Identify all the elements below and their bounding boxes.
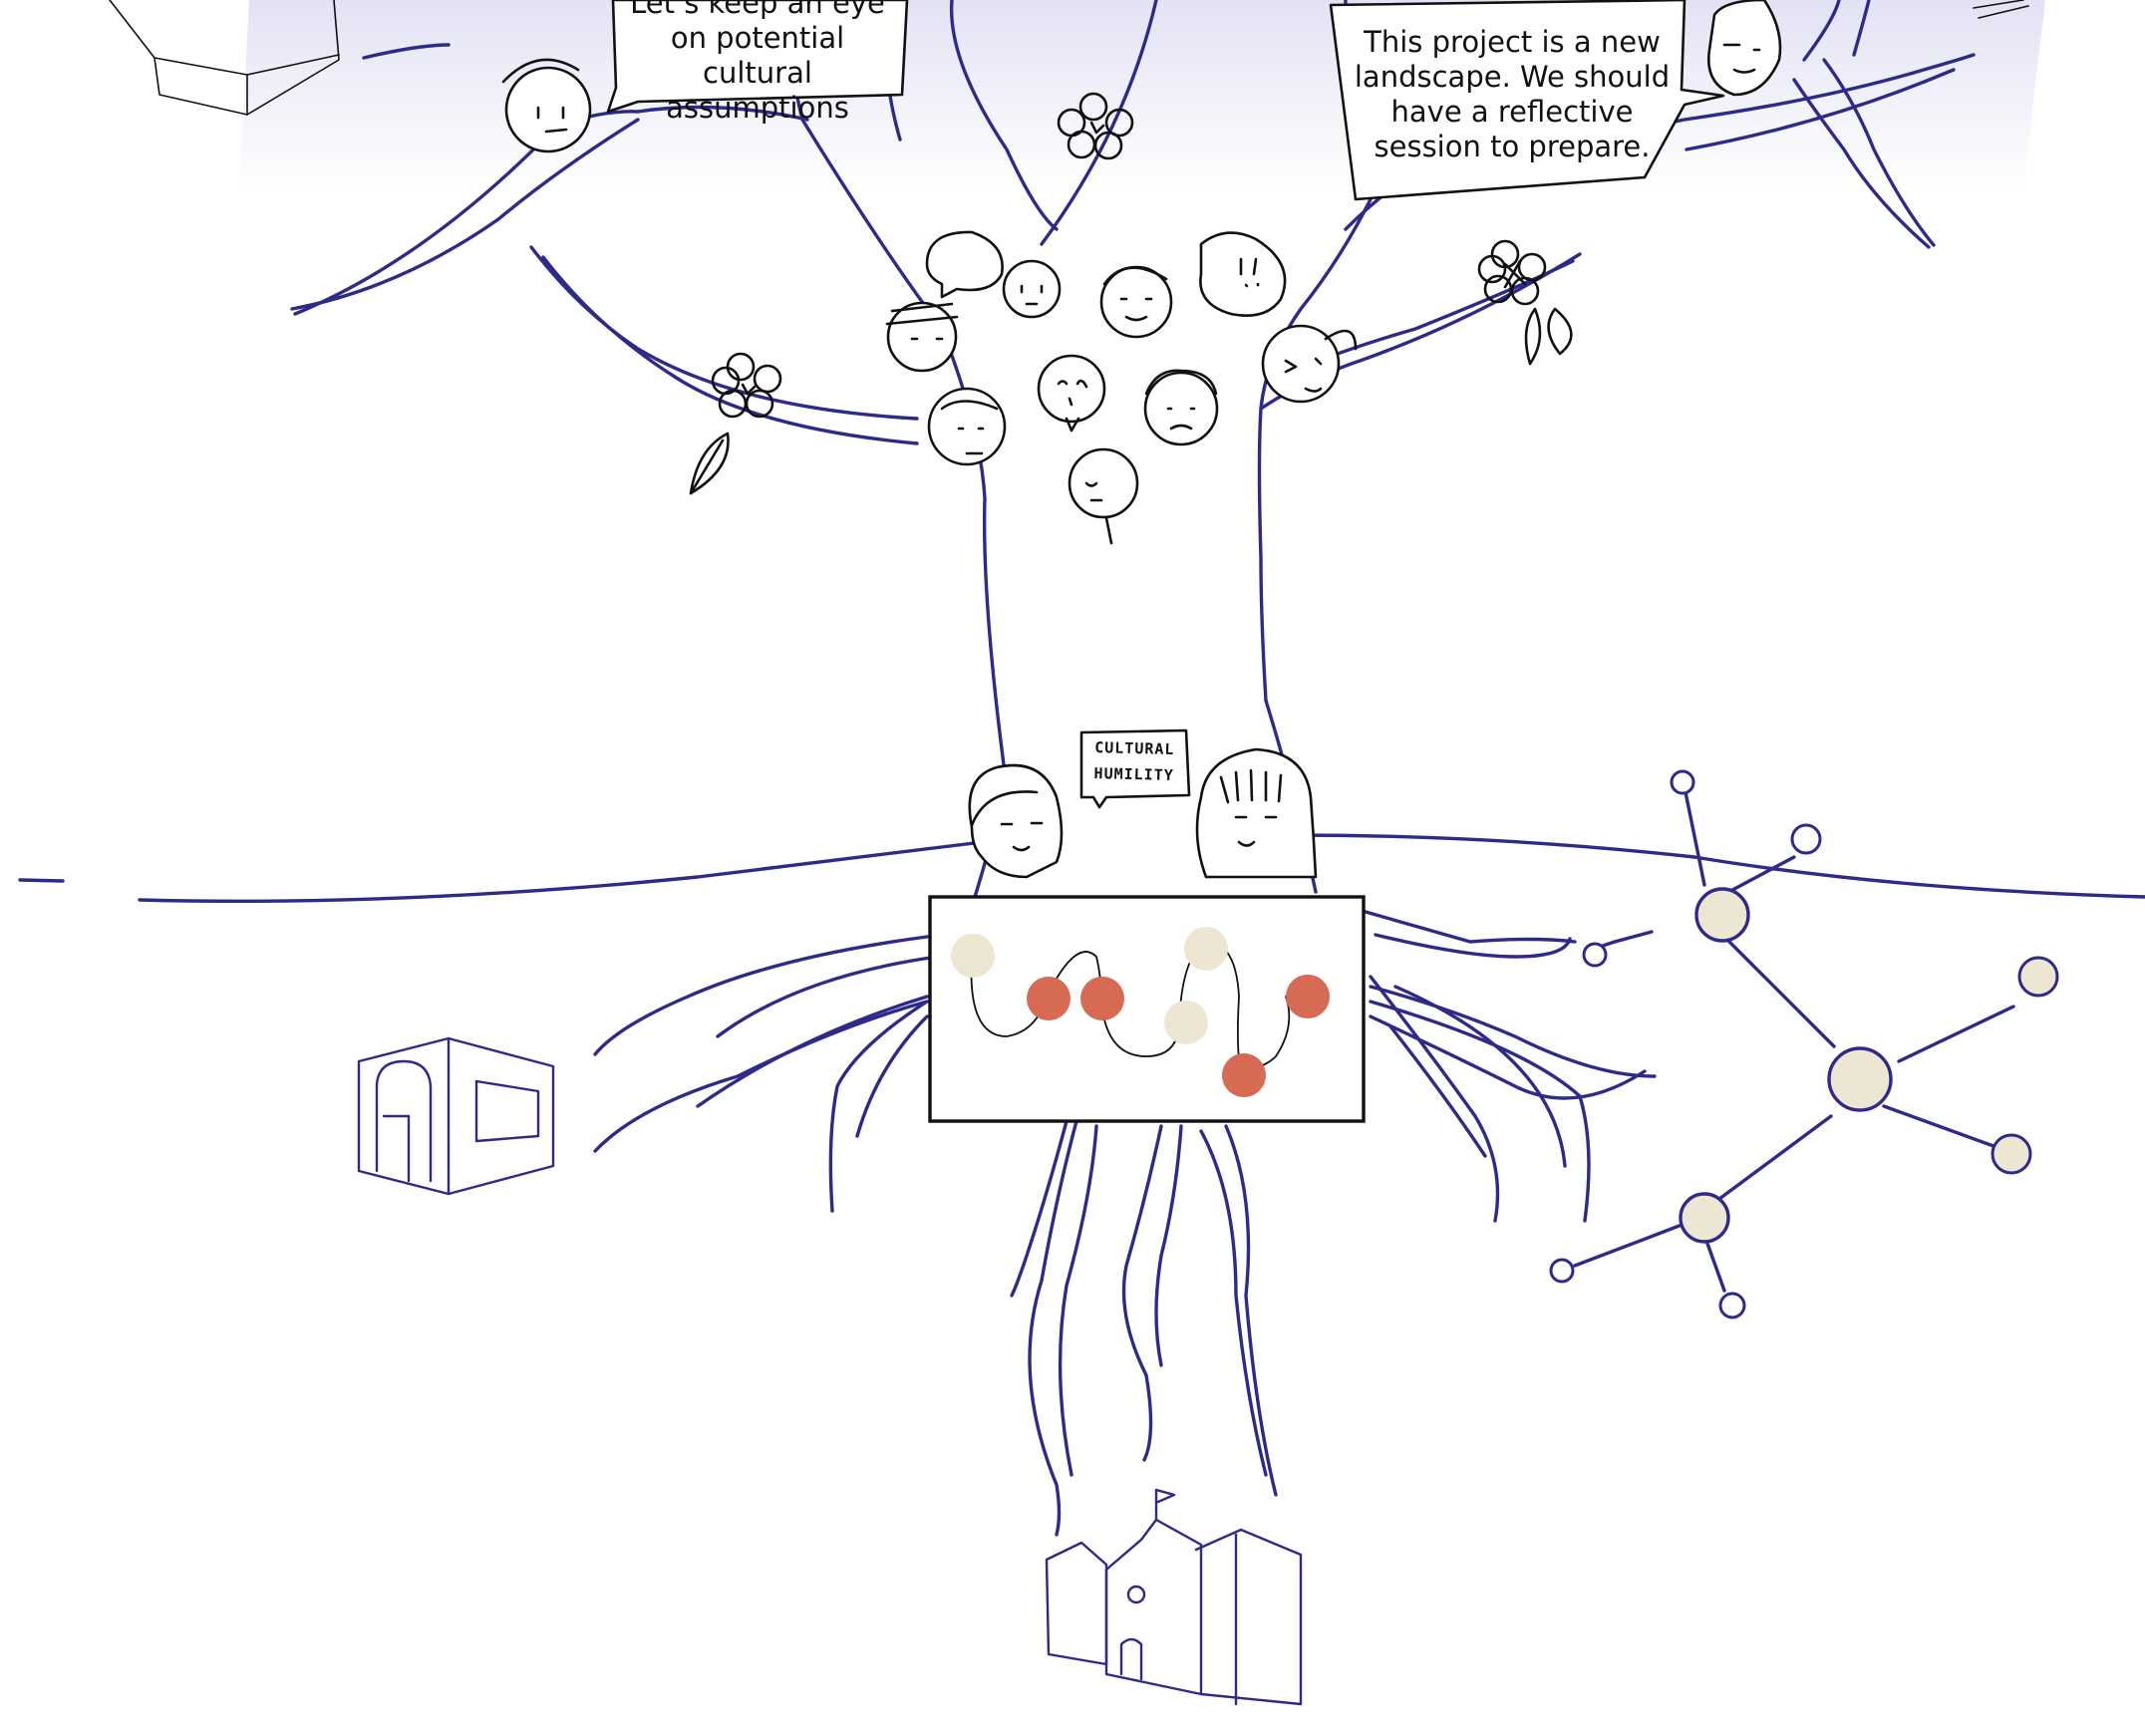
faces-cluster: [885, 230, 1358, 545]
flower-right: [1477, 239, 1547, 306]
pencil-sketch: [1973, 0, 2029, 19]
sign-line-2: HUMILITY: [1093, 763, 1175, 785]
book-sketch: [109, 0, 340, 116]
leaf-left: [689, 432, 730, 495]
whiteboard-dots: [951, 927, 1330, 1097]
right-quote-text: This project is a new landscape. We shou…: [1354, 25, 1671, 163]
right-quote-bubble: [1329, 0, 1725, 201]
cultural-humility-label: CULTURAL HUMILITY: [1081, 734, 1186, 789]
leaf-right: [1524, 307, 1573, 366]
woman-right-face: [1195, 747, 1318, 879]
flower-left: [711, 352, 782, 419]
woman-left-face: [968, 763, 1064, 879]
whiteboard: [928, 895, 1366, 1123]
left-quote-bubble: [606, 0, 909, 114]
left-quote-text: Let’s keep an eye on potential cultural …: [630, 0, 885, 125]
network-graph: [1549, 769, 2059, 1319]
flower-center: [1057, 92, 1134, 160]
roots: [593, 699, 1657, 1537]
sign-line-1: CULTURAL: [1093, 737, 1175, 759]
person-face-left: [501, 58, 592, 153]
cultural-humility-sign: [1079, 728, 1191, 809]
ground-line: [18, 833, 2145, 904]
building-small: [357, 1036, 555, 1196]
person-face-right: [1706, 0, 1782, 97]
school-building: [1045, 1488, 1303, 1706]
